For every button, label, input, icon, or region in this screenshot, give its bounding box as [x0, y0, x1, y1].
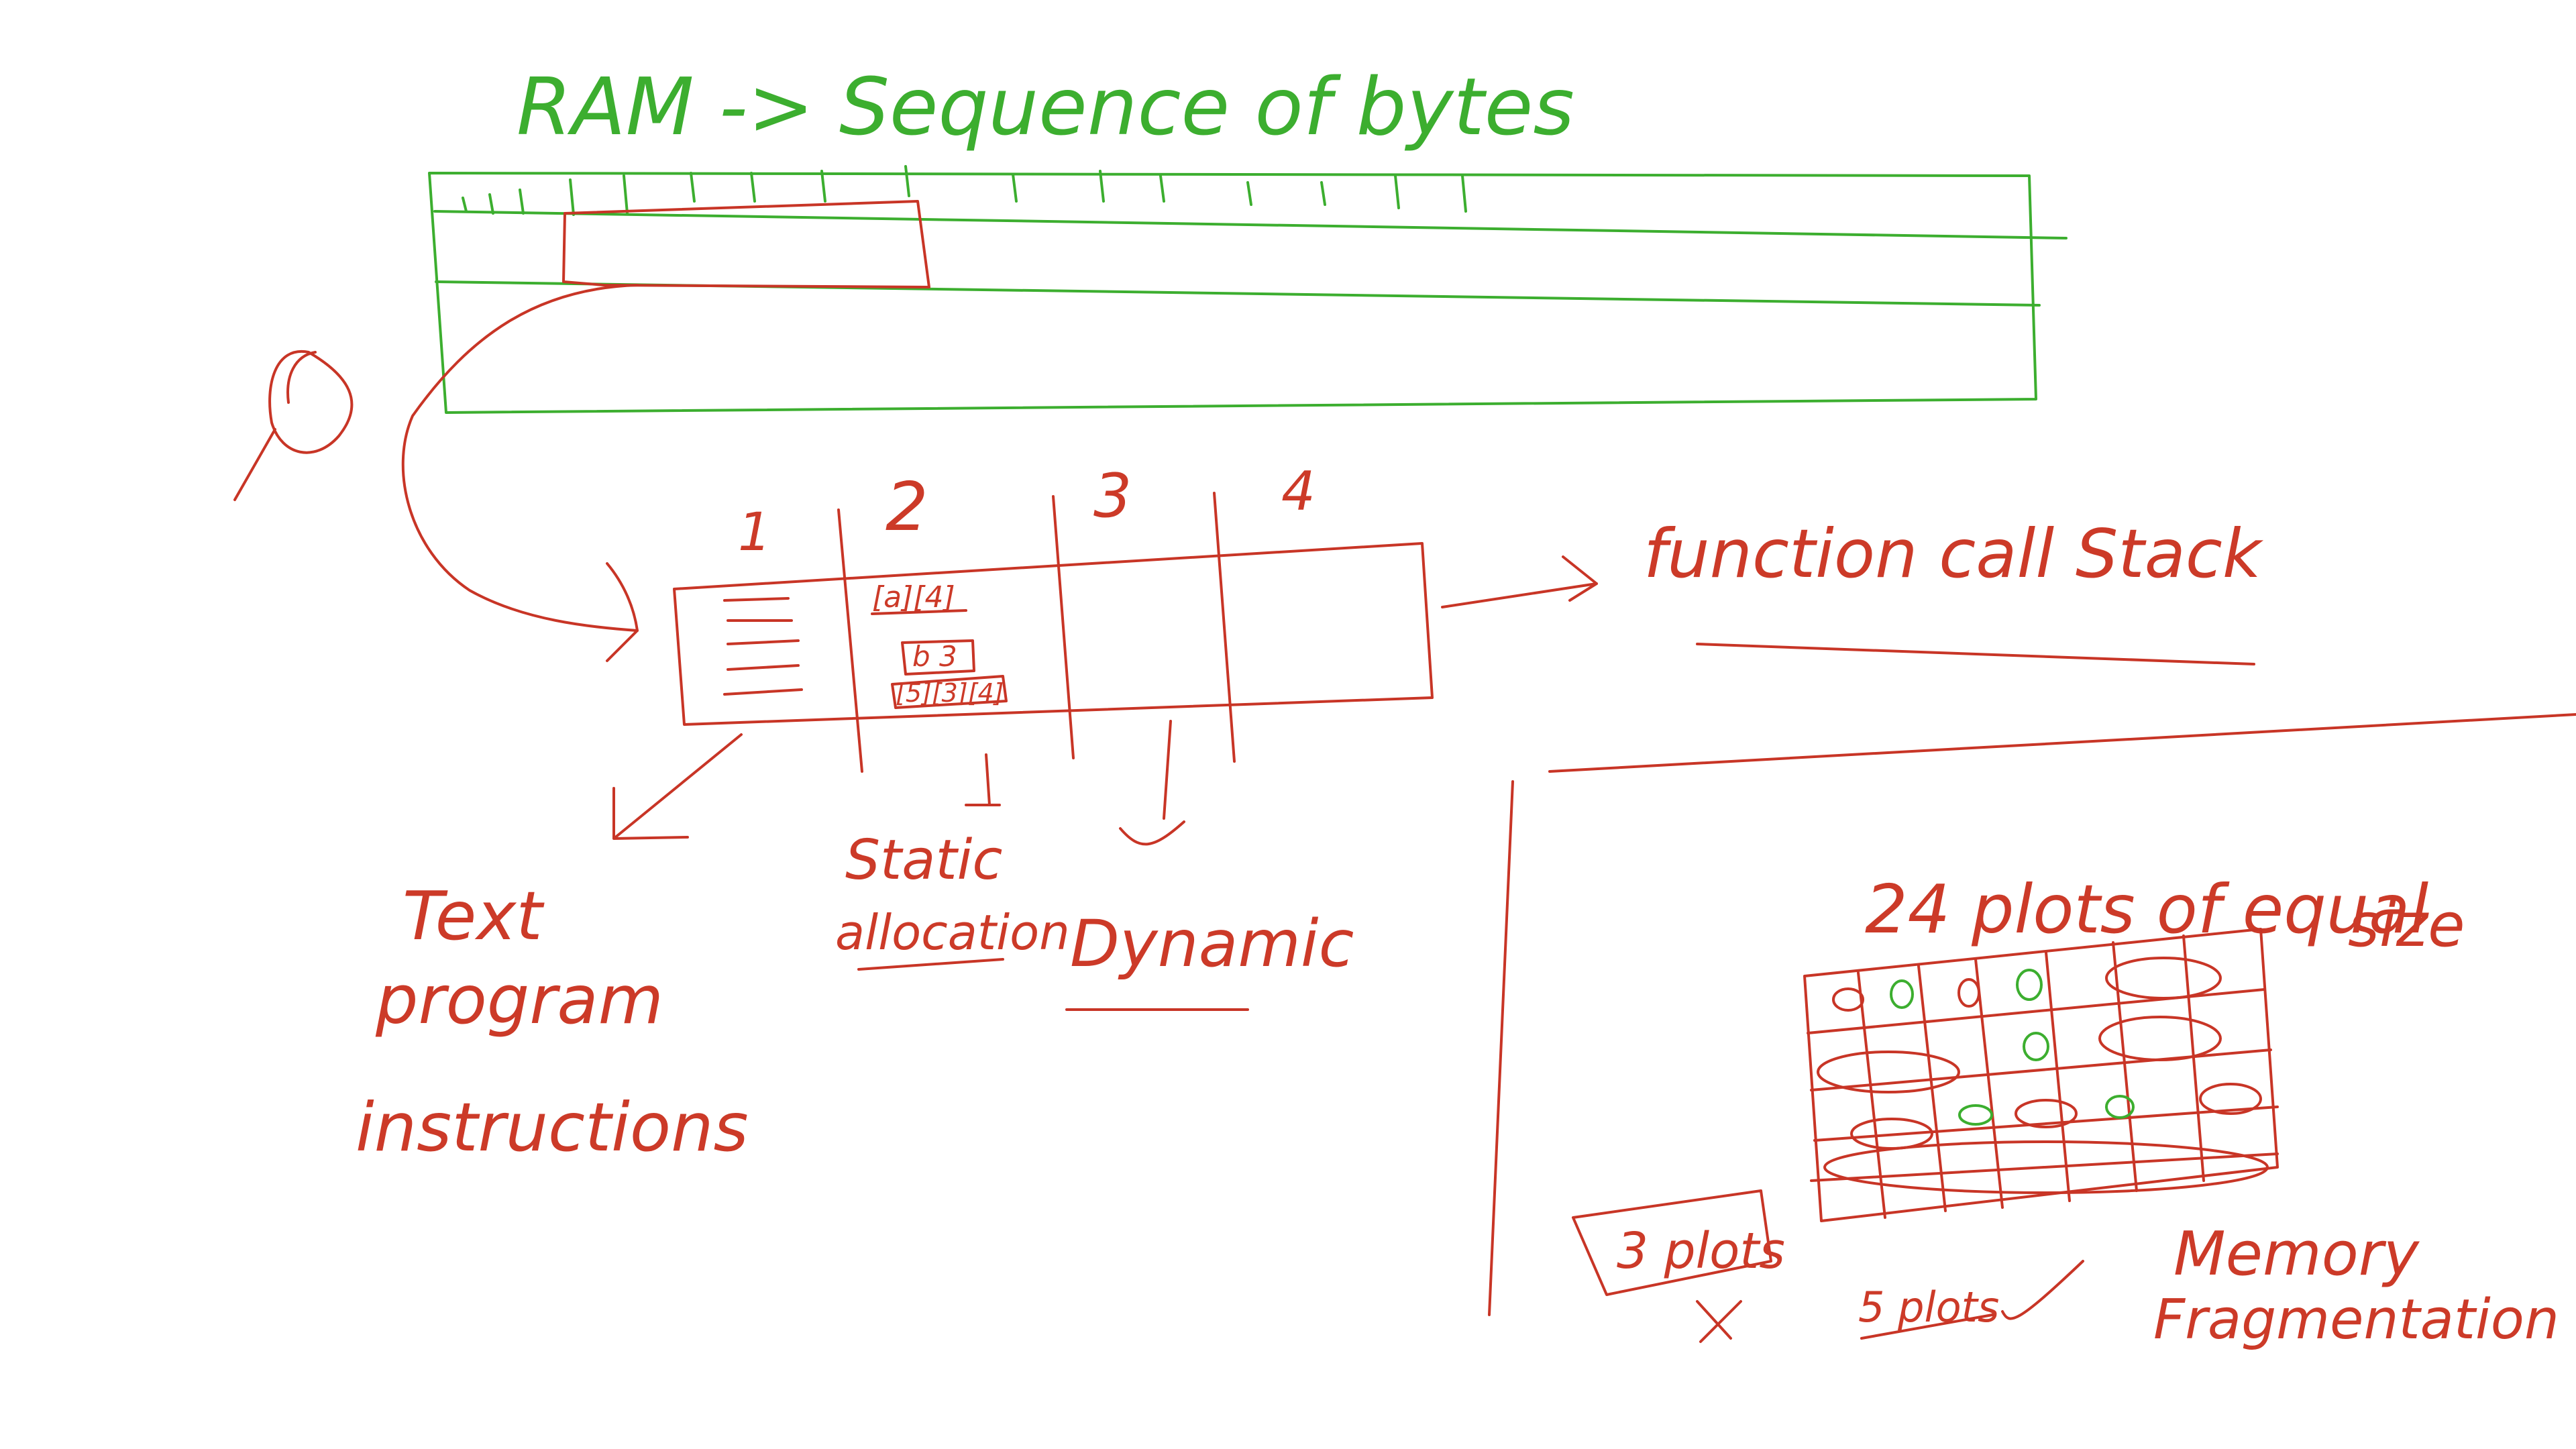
- dynamic-segment-label: Dynamic: [1065, 720, 1354, 1011]
- text-label-line-2: program: [375, 961, 663, 1039]
- static-segment-values: [a][4] b 3 [5][3][4]: [871, 580, 1008, 709]
- stack-label: function call Stack: [1644, 515, 2264, 593]
- memory-segments: 1 2 3 4 [a][4] b 3 [5][3][4]: [673, 460, 1434, 773]
- title-text: RAM -> Sequence of bytes: [517, 60, 1574, 153]
- plots-title-line-2: size: [2348, 890, 2465, 961]
- segment-number-4: 4: [1281, 460, 1316, 523]
- text-label-line-3: instructions: [356, 1088, 749, 1167]
- plots-3-label: 3 plots: [1617, 1222, 1785, 1280]
- plots-5-option: 5 plots: [1858, 1260, 2084, 1340]
- free-plots: [1890, 969, 2135, 1126]
- magnifier-icon: [233, 350, 354, 501]
- text-segment-lines: [723, 597, 803, 696]
- dynamic-label: Dynamic: [1070, 906, 1354, 981]
- fragmentation-panel: 24 plots of equal size 3: [1488, 713, 2576, 1352]
- static-label-line-1: Static: [845, 828, 1002, 892]
- ram-strip: [428, 165, 2068, 414]
- plots-5-label: 5 plots: [1858, 1283, 1999, 1332]
- stack-annotation: function call Stack: [1441, 515, 2264, 665]
- allocated-plots: [1817, 957, 2269, 1194]
- static-label-line-2: allocation: [835, 904, 1070, 961]
- plots-title-line-1: 24 plots of equal: [1865, 870, 2428, 949]
- static-value-2: b 3: [912, 640, 957, 673]
- caption-line-1: Memory: [2174, 1219, 2420, 1289]
- zoom-arrow: [401, 284, 639, 662]
- static-value-1: [a][4]: [872, 580, 955, 614]
- segment-number-2: 2: [885, 468, 928, 546]
- plots-grid: [1803, 928, 2279, 1222]
- text-label-line-1: Text: [402, 877, 545, 955]
- segment-number-3: 3: [1093, 461, 1132, 531]
- static-segment-label: Static allocation: [835, 753, 1070, 971]
- segment-number-1: 1: [738, 502, 771, 563]
- caption-line-2: Fragmentation: [2153, 1288, 2559, 1352]
- byte-ticks: [462, 165, 1467, 216]
- static-value-3: [5][3][4]: [896, 678, 1004, 708]
- plots-3-option: 3 plots: [1572, 1189, 1785, 1343]
- text-segment-label: Text program instructions: [356, 733, 749, 1167]
